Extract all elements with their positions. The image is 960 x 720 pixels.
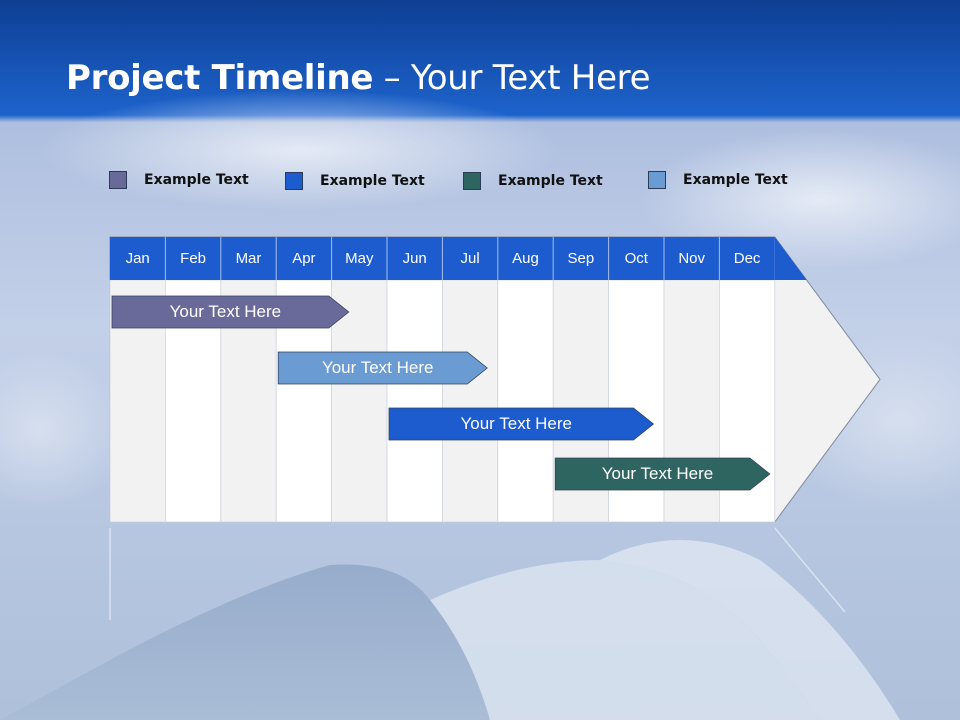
legend-item-4: Example Text [648, 170, 788, 190]
legend-swatch [648, 171, 666, 189]
month-label: Jun [402, 250, 427, 267]
task-bar-label: Your Text Here [460, 414, 572, 433]
month-label: Apr [292, 250, 316, 267]
month-column [331, 279, 388, 523]
legend-swatch [285, 172, 303, 190]
month-label: Jan [125, 250, 150, 267]
month-label: Oct [624, 250, 648, 267]
task-bar [554, 457, 771, 491]
month-label: May [345, 250, 374, 267]
month-column [497, 279, 554, 523]
month-label: Dec [733, 250, 761, 267]
title-rest: – Your Text Here [373, 58, 651, 98]
reflection-line [774, 527, 846, 613]
task-bar [388, 407, 655, 441]
month-label: Mar [235, 250, 262, 267]
legend-label: Example Text [683, 172, 788, 188]
task-bar-label: Your Text Here [601, 464, 714, 483]
month-label: Nov [678, 250, 706, 267]
month-column [386, 279, 443, 523]
task-bar-label: Your Text Here [321, 358, 434, 377]
month-label: Feb [180, 250, 207, 267]
month-label: Jul [460, 250, 480, 267]
legend-item-2: Example Text [285, 171, 425, 191]
page-title: Project Timeline – Your Text Here [66, 58, 651, 98]
legend-label: Example Text [498, 173, 603, 189]
legend-swatch [109, 171, 127, 189]
task-bar-label: Your Text Here [169, 302, 282, 321]
legend-label: Example Text [320, 173, 425, 189]
legend-swatch [463, 172, 481, 190]
month-label: Aug [512, 250, 539, 267]
task-bar [111, 295, 350, 329]
legend-item-3: Example Text [463, 171, 603, 191]
legend-label: Example Text [144, 172, 249, 188]
legend-item-1: Example Text [109, 170, 249, 190]
title-bold: Project Timeline [66, 58, 374, 98]
month-header-tip [774, 237, 807, 280]
month-label: Sep [567, 250, 595, 267]
task-bar [277, 351, 488, 385]
month-column [441, 279, 499, 523]
